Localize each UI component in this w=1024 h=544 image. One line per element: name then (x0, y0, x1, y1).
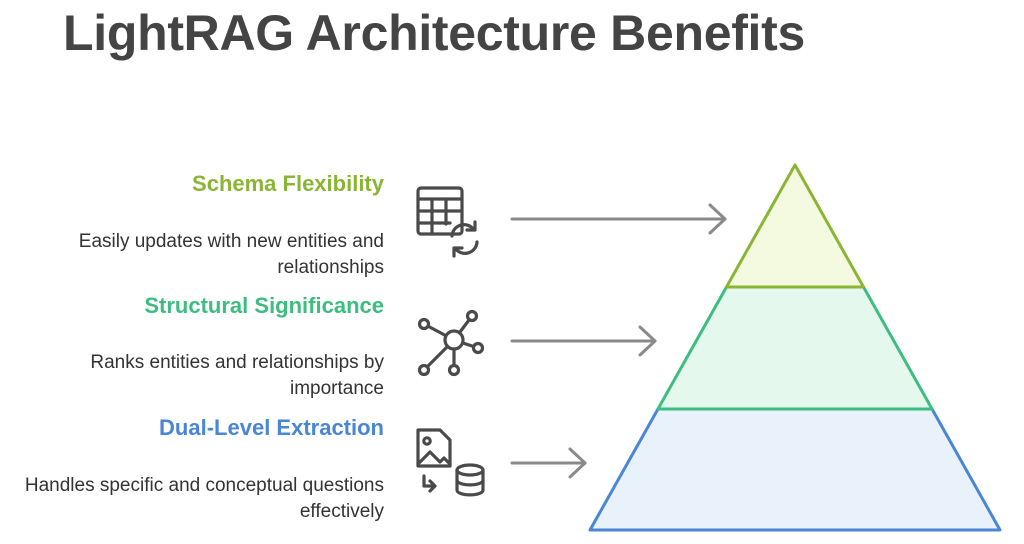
arrow-dual-level-extraction (510, 447, 587, 479)
dual-level-extraction-heading: Dual-Level Extraction (159, 415, 384, 440)
dual-level-extraction-description: Handles specific and conceptual question… (24, 475, 384, 522)
image-to-database-icon (416, 428, 485, 497)
arrow-structural-significance (510, 325, 657, 357)
schema-flexibility-description: Easily updates with new entities and rel… (78, 231, 384, 278)
pyramid-tier-dual-level-extraction (588, 407, 1002, 532)
table-sync-icon (416, 186, 479, 258)
structural-significance-description: Ranks entities and relationships by impo… (90, 352, 384, 399)
schema-flexibility-heading: Schema Flexibility (192, 171, 384, 196)
arrow-schema-flexibility (510, 203, 727, 235)
pyramid-tier-schema-flexibility (724, 163, 866, 289)
page-title: LightRAG Architecture Benefits (63, 5, 806, 61)
structural-significance-heading: Structural Significance (144, 293, 384, 318)
network-hub-icon (417, 309, 485, 377)
pyramid-tier-structural-significance (656, 285, 934, 411)
